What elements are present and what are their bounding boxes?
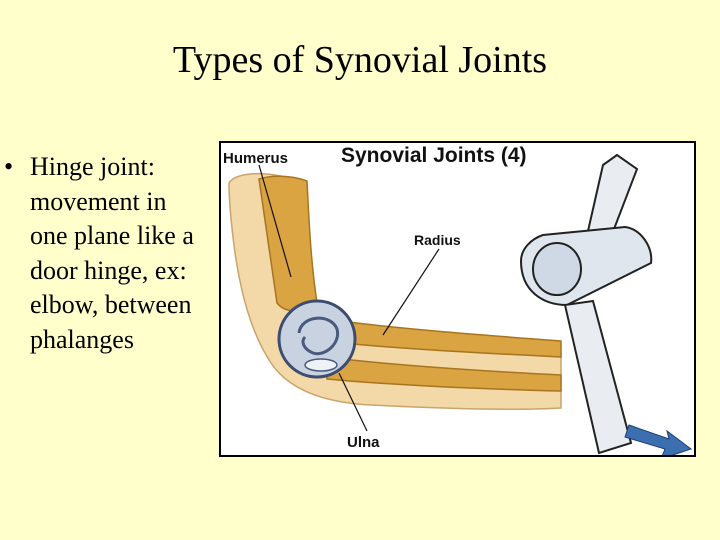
joint-detail: [304, 358, 338, 372]
radius-bone: [340, 320, 562, 358]
bullet-marker: •: [4, 152, 14, 181]
elbow-illustration: [228, 153, 693, 455]
label-humerus: Humerus: [223, 150, 289, 167]
joint-detail: [297, 316, 340, 356]
label-radius: Radius: [414, 232, 461, 248]
ulna-bone: [324, 356, 562, 392]
ulna-leader-line: [338, 372, 368, 432]
hinge-lower-arm: [563, 299, 633, 455]
slide-title: Types of Synovial Joints: [172, 39, 548, 81]
motion-arrow: [624, 424, 693, 455]
joint-ring: [277, 299, 357, 379]
elbow-hinge-figure: Synovial Joints (4) Humerus Radius Ulna: [219, 141, 696, 457]
figure-title: Synovial Joints (4): [341, 144, 527, 167]
label-ulna: Ulna: [347, 434, 380, 451]
radius-leader-line: [382, 248, 440, 336]
hinge-barrel: [532, 242, 582, 296]
humerus-leader-line: [258, 164, 292, 278]
bullet-text: Hinge joint: movement in one plane like …: [30, 152, 194, 354]
